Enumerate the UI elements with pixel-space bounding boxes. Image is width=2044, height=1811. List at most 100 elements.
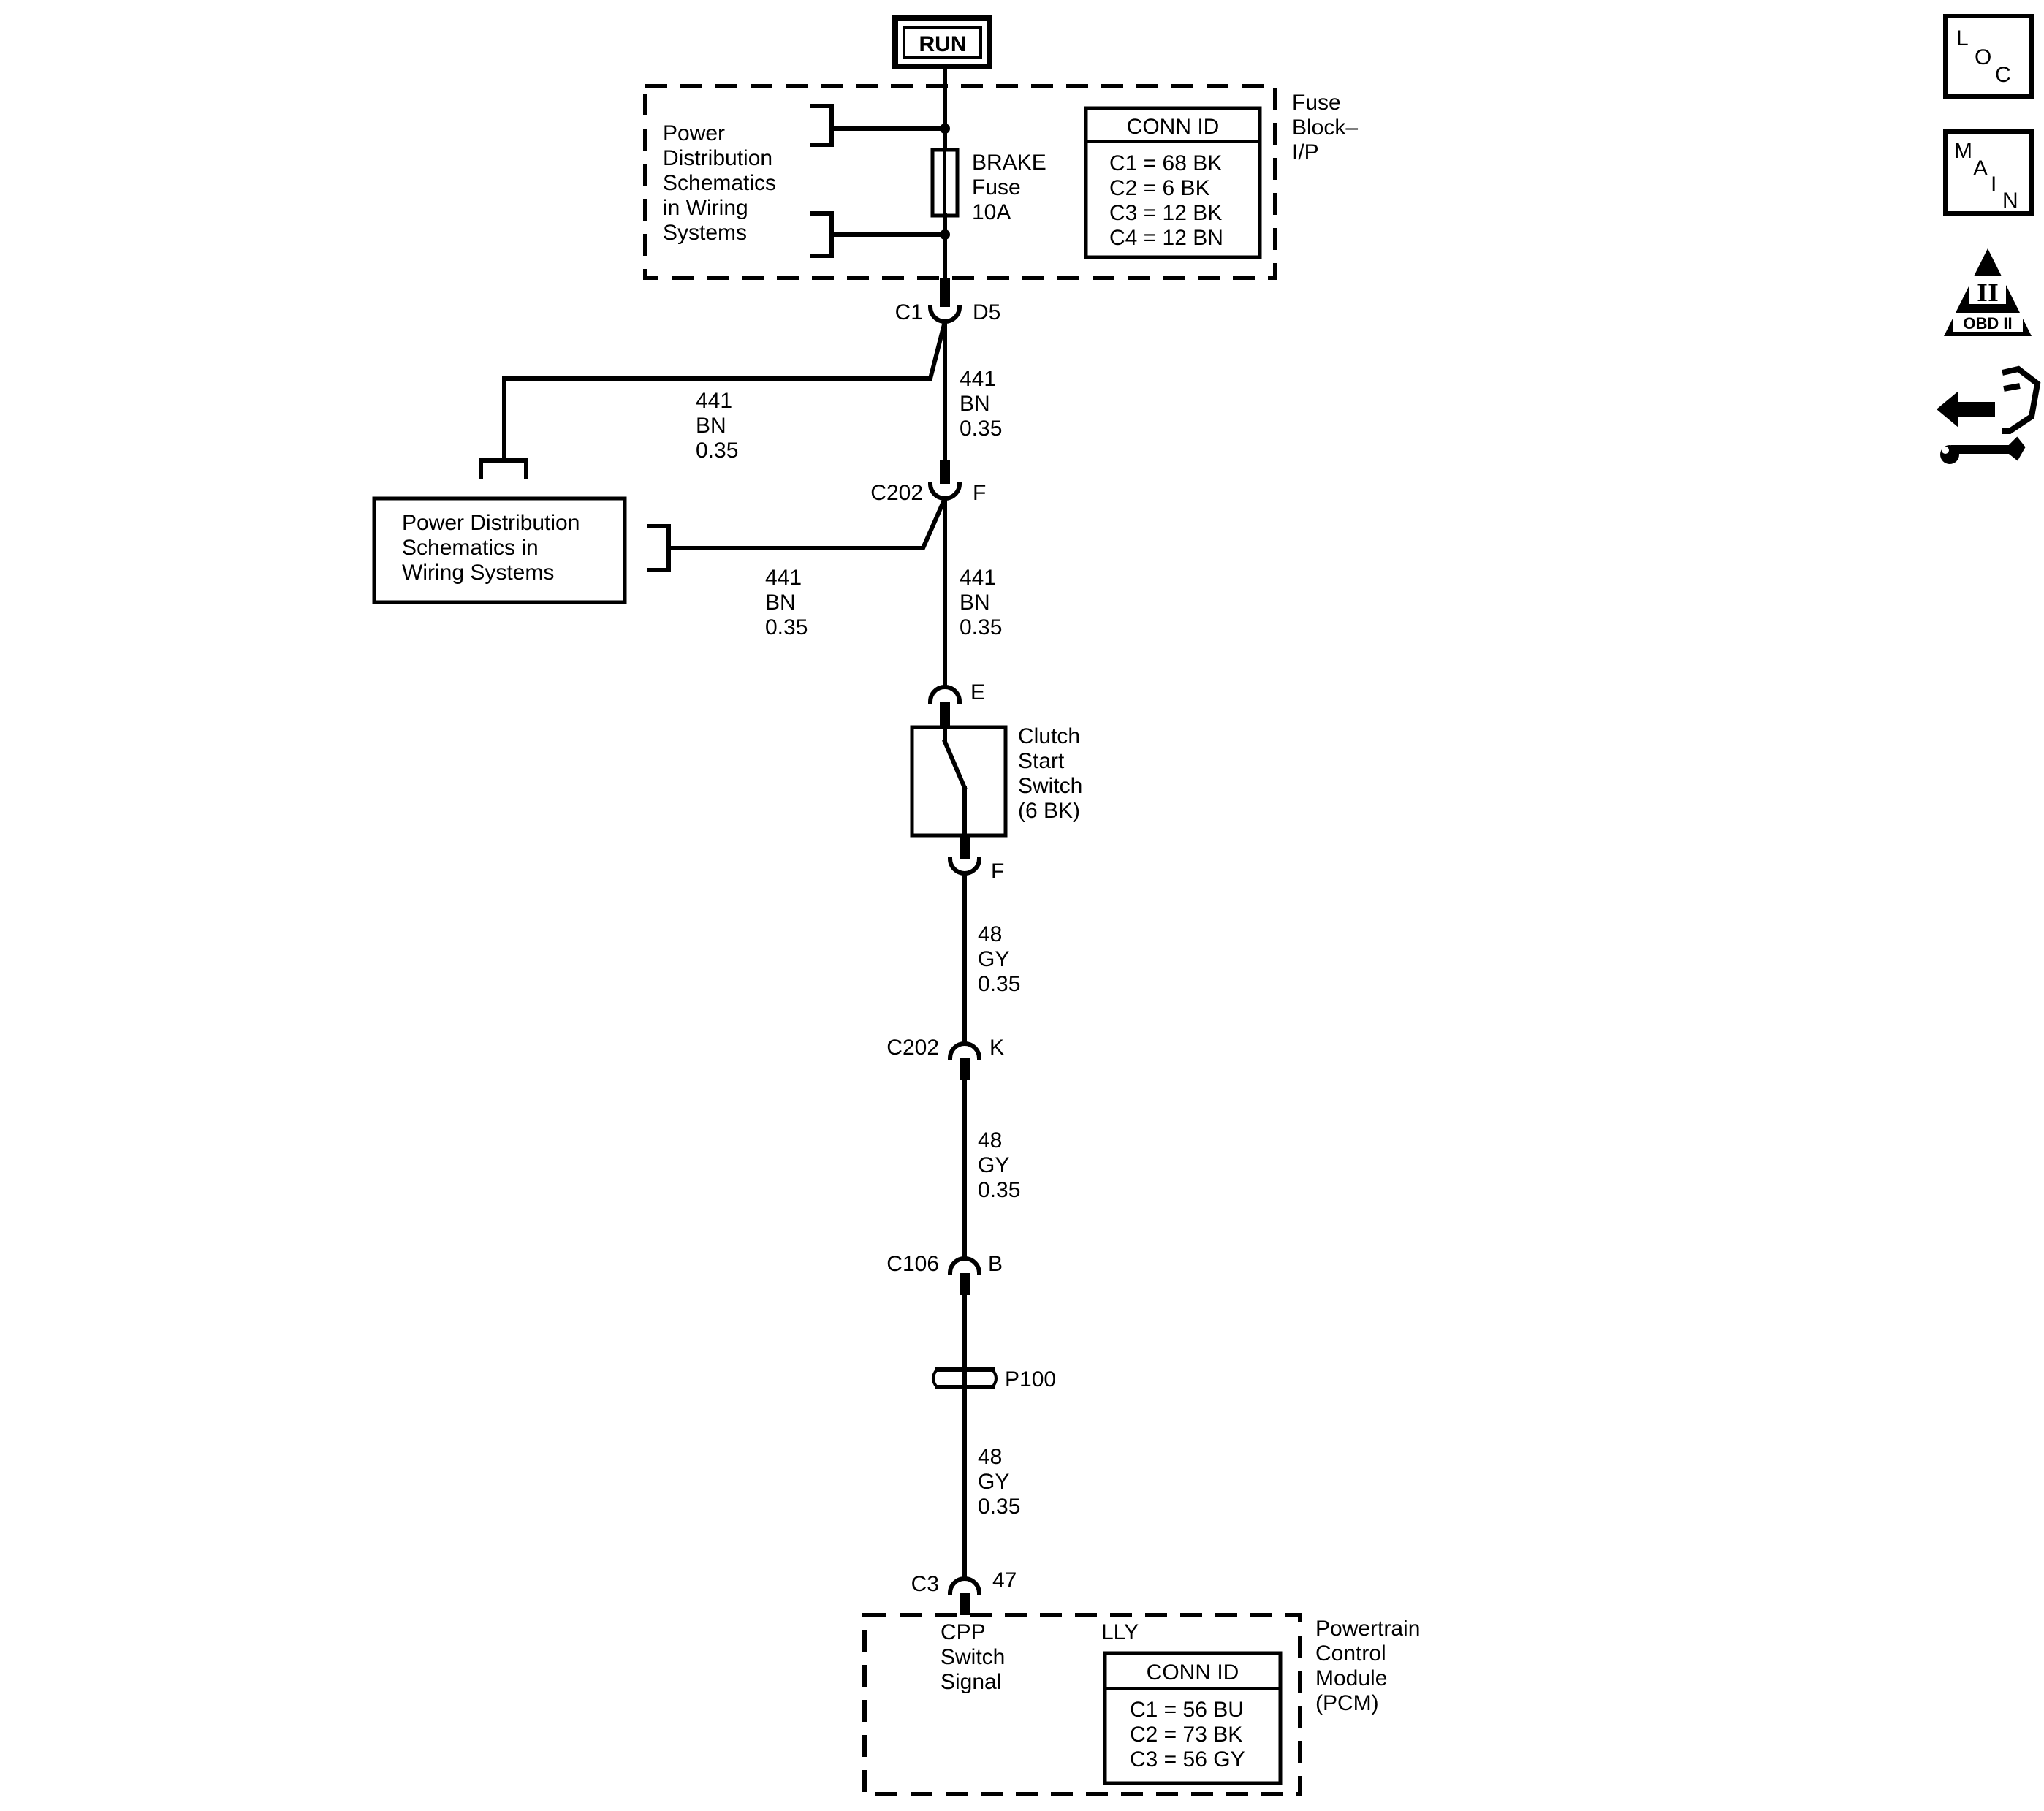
svg-text:Schematics in: Schematics in [402, 536, 539, 560]
svg-text:C3 = 12 BK: C3 = 12 BK [1109, 201, 1222, 225]
svg-text:C3 = 56 GY: C3 = 56 GY [1130, 1747, 1245, 1772]
svg-text:0.35: 0.35 [960, 417, 1002, 441]
svg-text:0.35: 0.35 [696, 438, 738, 463]
svg-text:Fuse: Fuse [972, 175, 1021, 200]
connector-c3-name: C3 [911, 1572, 939, 1596]
svg-text:BN: BN [765, 591, 796, 615]
svg-text:GY: GY [978, 1470, 1009, 1494]
fuse-block-conn-id-table: CONN ID C1 = 68 BK C2 = 6 BK C3 = 12 BK … [1084, 106, 1262, 259]
pcm-cpp-switch-signal-label: CPP Switch Signal [941, 1620, 1005, 1694]
svg-text:BN: BN [696, 414, 726, 438]
svg-text:BN: BN [960, 392, 990, 416]
brake-fuse-label: BRAKE Fuse 10A [972, 151, 1046, 224]
svg-text:Power: Power [663, 121, 725, 145]
svg-text:0.35: 0.35 [960, 615, 1002, 639]
svg-text:C2 = 6 BK: C2 = 6 BK [1109, 176, 1210, 200]
svg-text:Signal: Signal [941, 1670, 1001, 1694]
svg-text:Systems: Systems [663, 221, 747, 245]
connector-c106-b [947, 1256, 982, 1276]
svg-text:BRAKE: BRAKE [972, 151, 1046, 175]
svg-text:L: L [1956, 26, 1969, 50]
svg-text:441: 441 [960, 566, 996, 590]
connector-c202-k-name: C202 [886, 1036, 939, 1060]
svg-text:Clutch: Clutch [1018, 724, 1080, 748]
wire-48-b-label: 48 GY 0.35 [978, 1128, 1020, 1202]
fuse-block-power-distribution-ref: Power Distribution Schematics in Wiring … [663, 104, 950, 258]
svg-text:Module: Module [1315, 1666, 1387, 1690]
svg-text:10A: 10A [972, 200, 1011, 224]
connector-c3-pin: 47 [992, 1568, 1017, 1592]
wire-441-main-a-label: 441 BN 0.35 [960, 367, 1002, 441]
svg-text:I/P: I/P [1292, 140, 1319, 164]
run-label-box: RUN [892, 15, 992, 69]
connector-switch-e-pin: E [970, 680, 985, 705]
connector-c106-pin: B [988, 1252, 1003, 1276]
svg-text:O: O [1975, 45, 1991, 69]
connector-c3-47 [947, 1576, 982, 1596]
power-distribution-box-bracket [647, 524, 671, 572]
connector-c202-f-name: C202 [870, 481, 923, 505]
power-distribution-box: Power Distribution Schematics in Wiring … [372, 496, 627, 604]
svg-text:N: N [2002, 189, 2018, 213]
svg-text:CPP: CPP [941, 1620, 986, 1644]
pcm-conn-id-table: CONN ID C1 = 56 BU C2 = 73 BK C3 = 56 GY [1103, 1651, 1283, 1785]
wire-441-branch-b-label: 441 BN 0.35 [765, 566, 808, 639]
svg-text:C1 = 56 BU: C1 = 56 BU [1130, 1698, 1244, 1722]
svg-text:CONN ID: CONN ID [1127, 115, 1220, 139]
svg-text:441: 441 [960, 367, 996, 391]
svg-text:48: 48 [978, 1128, 1002, 1153]
svg-text:Distribution: Distribution [663, 146, 772, 170]
svg-text:C1 = 68 BK: C1 = 68 BK [1109, 151, 1222, 175]
connector-c106-name: C106 [886, 1252, 939, 1276]
svg-text:in Wiring: in Wiring [663, 196, 748, 220]
svg-text:C: C [1995, 63, 2011, 87]
svg-text:Switch: Switch [1018, 774, 1082, 798]
p100-label: P100 [1005, 1367, 1056, 1392]
clutch-start-switch-label: Clutch Start Switch (6 BK) [1018, 724, 1082, 823]
power-distribution-ref-bracket [479, 458, 528, 479]
run-label: RUN [919, 32, 967, 56]
connector-c202-k-pin: K [989, 1036, 1004, 1060]
pcm-name: Powertrain Control Module (PCM) [1315, 1617, 1420, 1715]
wire-441-main-b-label: 441 BN 0.35 [960, 566, 1002, 639]
svg-text:I: I [1991, 172, 1996, 197]
wire-441-branch-a-label: 441 BN 0.35 [696, 389, 738, 463]
connector-c1-name: C1 [895, 300, 923, 324]
svg-text:Control: Control [1315, 1641, 1386, 1666]
service-arrows-wrench-icon[interactable] [1937, 365, 2041, 464]
brake-fuse-symbol [930, 148, 960, 218]
svg-text:0.35: 0.35 [978, 1178, 1020, 1202]
obd-ii-icon[interactable]: II OBD II [1944, 248, 2032, 336]
svg-text:BN: BN [960, 591, 990, 615]
pcm-outline [862, 1613, 1302, 1796]
svg-text:GY: GY [978, 1153, 1009, 1177]
connector-switch-e [927, 685, 962, 705]
svg-text:441: 441 [696, 389, 732, 413]
clutch-start-switch-symbol [910, 725, 1008, 838]
svg-text:48: 48 [978, 922, 1002, 946]
svg-text:C4 = 12 BN: C4 = 12 BN [1109, 226, 1223, 250]
wire-48-c-label: 48 GY 0.35 [978, 1445, 1020, 1519]
svg-text:(6 BK): (6 BK) [1018, 799, 1080, 823]
main-icon[interactable]: M A I N [1943, 129, 2034, 216]
svg-text:0.35: 0.35 [978, 972, 1020, 996]
svg-text:Fuse: Fuse [1292, 91, 1341, 115]
svg-text:Powertrain: Powertrain [1315, 1617, 1420, 1641]
loc-icon[interactable]: L O C [1943, 14, 2034, 99]
svg-text:GY: GY [978, 947, 1009, 971]
svg-text:Switch: Switch [941, 1645, 1005, 1669]
pcm-option-lly: LLY [1101, 1620, 1139, 1644]
fuse-block-name: Fuse Block– I/P [1292, 91, 1358, 164]
connector-c202-k [947, 1041, 982, 1061]
svg-text:C2 = 73 BK: C2 = 73 BK [1130, 1723, 1242, 1747]
svg-text:CONN ID: CONN ID [1147, 1660, 1239, 1685]
connector-switch-f-pin: F [991, 859, 1004, 884]
svg-text:441: 441 [765, 566, 802, 590]
connector-c202-f-pin: F [973, 481, 986, 505]
p100-grommet-symbol [932, 1367, 998, 1389]
svg-text:M: M [1954, 139, 1972, 163]
svg-text:Start: Start [1018, 749, 1065, 773]
connector-c1-pin: D5 [973, 300, 1000, 324]
svg-text:OBD II: OBD II [1963, 314, 2012, 333]
